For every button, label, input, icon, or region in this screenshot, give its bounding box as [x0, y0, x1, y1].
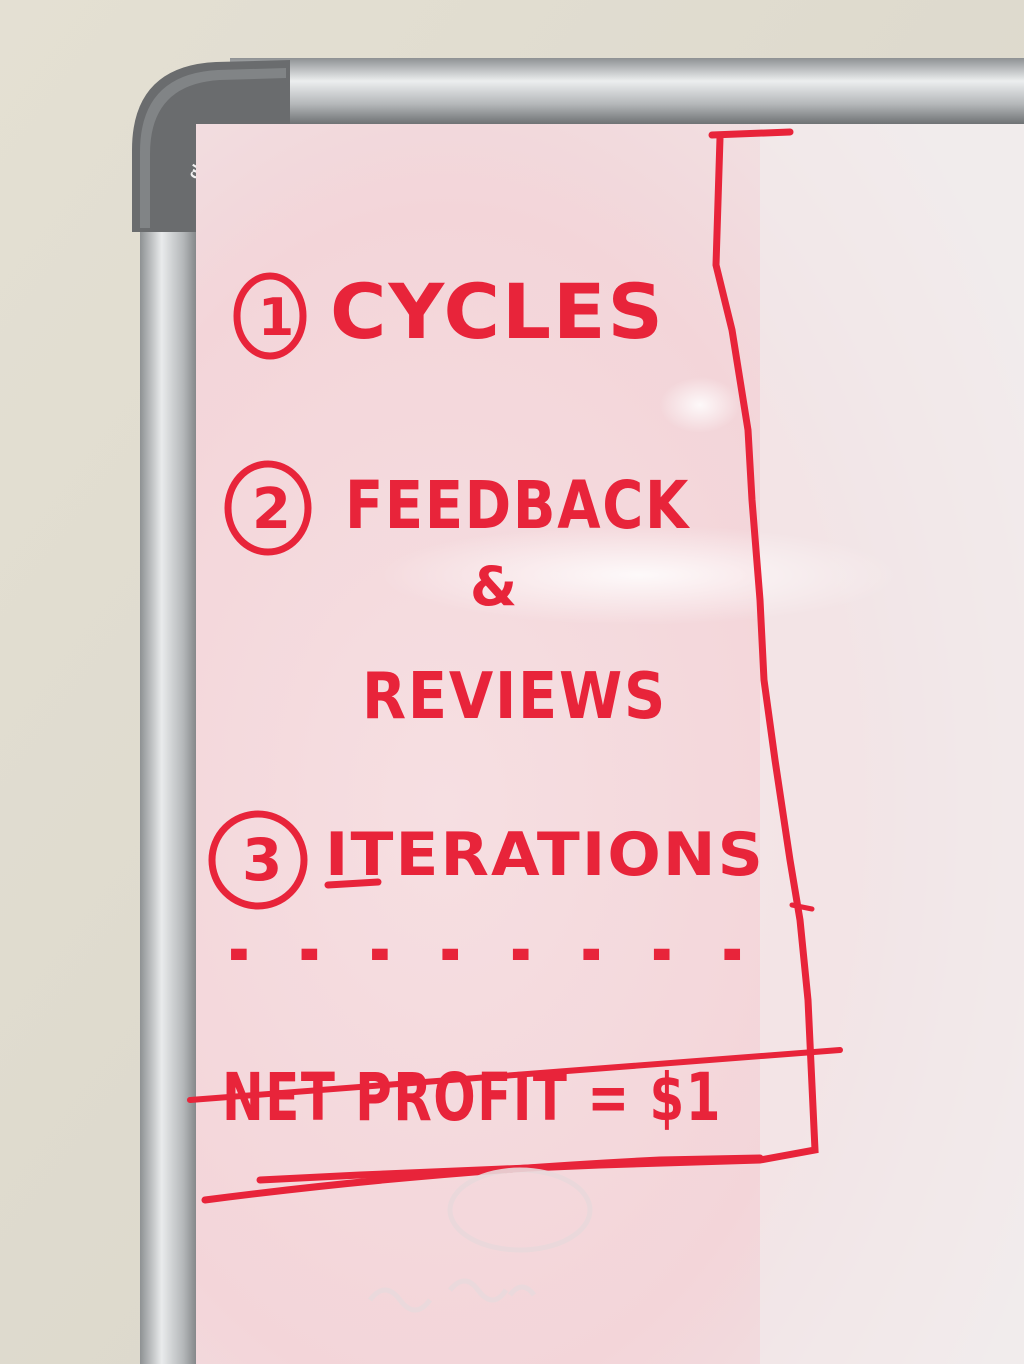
- number-circle-2: [224, 460, 312, 556]
- item-2-text-line-1: FEEDBACK: [345, 467, 691, 544]
- item-number-3: 3: [242, 826, 284, 894]
- frame-corner-cap: [132, 60, 290, 232]
- item-number-2: 2: [252, 477, 293, 542]
- crossed-out-note: NET PROFIT = $1: [187, 1047, 843, 1136]
- item-number-1: 1: [258, 288, 296, 348]
- number-circle-3: [208, 810, 308, 910]
- crossed-out-text: NET PROFIT = $1: [222, 1059, 722, 1136]
- light-reflection: [380, 525, 900, 625]
- underline-stroke: [201, 1154, 764, 1204]
- item-2-text-line-2: &: [470, 555, 519, 618]
- item-2-text-line-3: REVIEWS: [362, 660, 667, 734]
- number-circle-1: [233, 272, 307, 360]
- item-3-text: ITERATIONS: [325, 820, 765, 890]
- strike-through-line: [187, 1047, 843, 1103]
- dotted-separator: . . . . . . . .: [222, 905, 752, 975]
- item-1-text: CYCLES: [330, 267, 665, 356]
- ink-strokes: [201, 128, 819, 1204]
